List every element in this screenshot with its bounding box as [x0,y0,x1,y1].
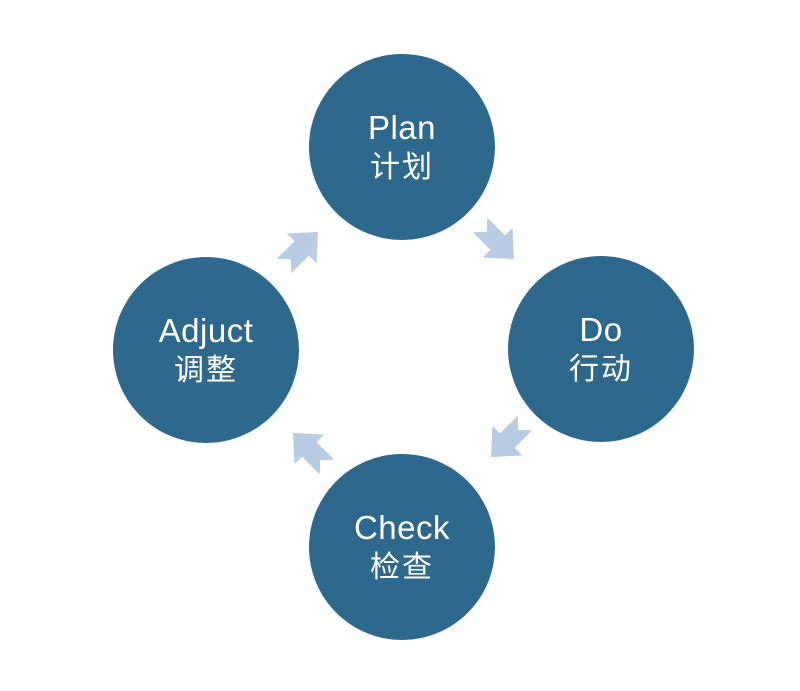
node-adjuct-label-en: Adjuct [158,312,254,349]
node-check: Check 检查 [309,454,495,640]
node-plan: Plan 计划 [309,54,495,240]
node-check-label-en: Check [353,509,451,546]
node-do-label-en: Do [579,311,623,348]
node-plan-label-en: Plan [367,109,437,146]
node-do-label-zh: 行动 [569,353,633,386]
arrow-do-to-check-icon [476,408,540,472]
node-check-label-zh: 检查 [370,551,434,584]
node-adjuct-label-zh: 调整 [174,354,238,387]
arrow-adjuct-to-plan-icon [269,217,333,281]
arrow-check-to-adjuct-icon [278,418,342,482]
node-adjuct: Adjuct 调整 [113,257,299,443]
node-plan-label-zh: 计划 [370,151,434,184]
arrow-plan-to-do-icon [465,210,529,274]
node-do: Do 行动 [508,256,694,442]
